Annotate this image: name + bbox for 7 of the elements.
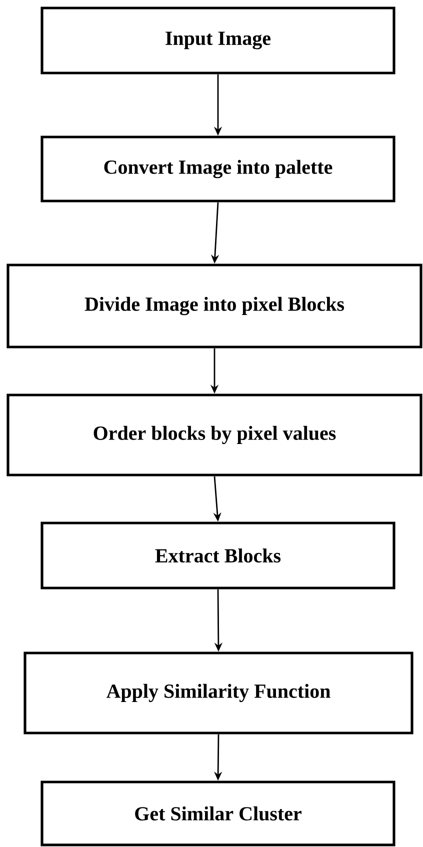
- process-box: Order blocks by pixel values: [6, 394, 422, 476]
- process-box: Convert Image into palette: [40, 136, 396, 202]
- process-box: Extract Blocks: [40, 522, 396, 590]
- process-box: Apply Similarity Function: [24, 652, 414, 734]
- process-box: Divide Image into pixel Blocks: [6, 264, 422, 348]
- process-box: Get Similar Cluster: [40, 780, 396, 846]
- process-box: Input Image: [40, 6, 396, 74]
